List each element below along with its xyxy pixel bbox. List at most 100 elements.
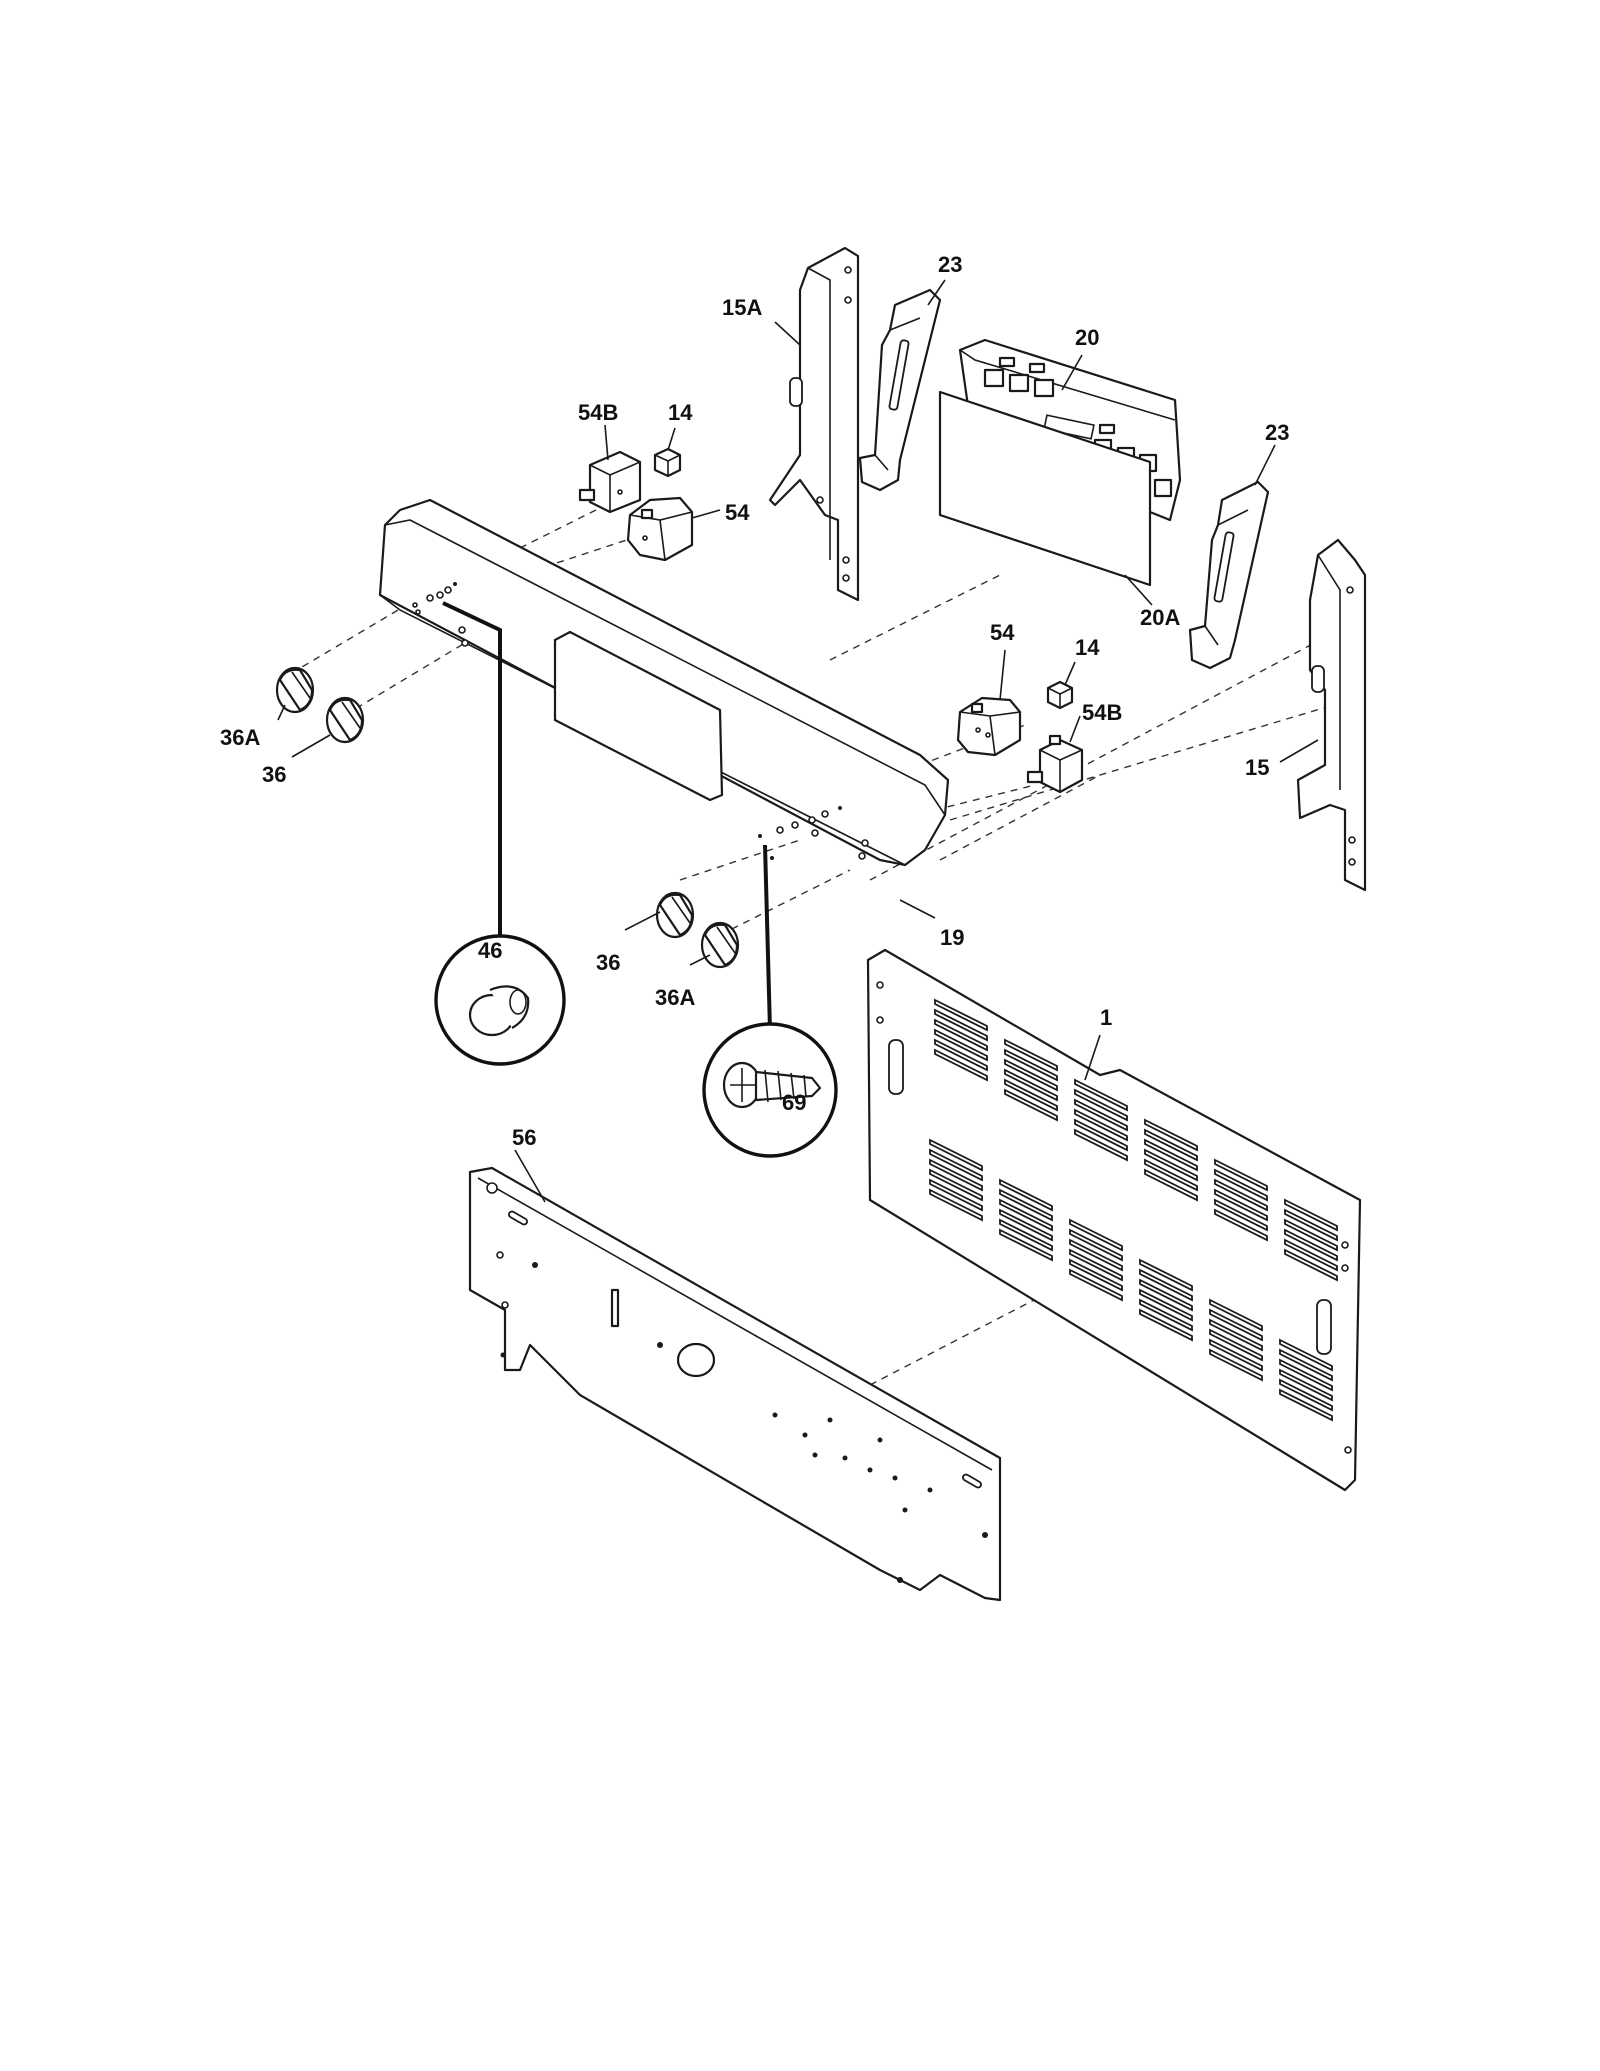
vent-slot (1074, 1078, 1128, 1112)
vent-slot (934, 1008, 988, 1042)
vent-slot (934, 1018, 988, 1052)
vent-slot (1069, 1248, 1123, 1282)
side-bracket-right (1296, 538, 1367, 892)
control-hanger-lower (1188, 480, 1270, 670)
vent-slot (999, 1208, 1053, 1242)
label-19: 19 (940, 925, 964, 950)
control-panel-backguard (378, 498, 950, 867)
label-36-left: 36 (262, 762, 286, 787)
vent-slot (1139, 1268, 1193, 1302)
infinite-switch-upper-right (626, 496, 694, 562)
vent-slot (999, 1178, 1053, 1212)
vent-slot (999, 1218, 1053, 1252)
vent-slot (929, 1178, 983, 1212)
control-overlay-panel (938, 390, 1152, 587)
vent-slots (929, 998, 1338, 1422)
vent-slot (999, 1198, 1053, 1232)
vent-slot (999, 1188, 1053, 1222)
indicator-light-right (1046, 680, 1074, 710)
vent-slot (1214, 1188, 1268, 1222)
label-36-center: 36 (596, 950, 620, 975)
label-54-upper: 54 (725, 500, 750, 525)
vent-slot (1284, 1238, 1338, 1272)
label-15: 15 (1245, 755, 1269, 780)
vent-slot (1004, 1038, 1058, 1072)
vent-slot (1279, 1378, 1333, 1412)
screw-icon (722, 1061, 822, 1109)
vent-slot (1074, 1118, 1128, 1152)
label-54b-right: 54B (1082, 700, 1122, 725)
vent-slot (1069, 1218, 1123, 1252)
vent-slot (1209, 1328, 1263, 1362)
vent-slot (1209, 1318, 1263, 1352)
label-23-lower: 23 (1265, 420, 1289, 445)
vent-slot (1139, 1308, 1193, 1342)
vent-slot (1144, 1168, 1198, 1202)
vent-slot (1004, 1048, 1058, 1082)
label-56: 56 (512, 1125, 536, 1150)
vent-slot (1209, 1298, 1263, 1332)
vent-slot (1214, 1178, 1268, 1212)
vent-slot (1139, 1278, 1193, 1312)
label-14-upper: 14 (668, 400, 693, 425)
vent-slot (1214, 1208, 1268, 1242)
indicator-light-upper (653, 447, 682, 478)
vent-slot (1284, 1218, 1338, 1252)
vent-slot (1279, 1348, 1333, 1382)
label-20a: 20A (1140, 605, 1180, 630)
infinite-switch-upper-left (578, 450, 642, 514)
control-hanger-upper (858, 288, 942, 492)
label-54-right: 54 (990, 620, 1015, 645)
label-46: 46 (478, 938, 502, 963)
vent-slot (1074, 1108, 1128, 1142)
callout-labels: 15A 23 20 23 20A 15 54B 14 54 54 14 54B … (220, 252, 1289, 1150)
vent-slot (934, 1028, 988, 1062)
vent-slot (1284, 1208, 1338, 1242)
vent-slot (934, 998, 988, 1032)
knob-icon (655, 891, 695, 939)
vent-slot (934, 1048, 988, 1082)
vent-slot (1279, 1388, 1333, 1422)
vent-slot (1069, 1238, 1123, 1272)
detail-bumper (434, 601, 566, 1066)
vent-slot (1069, 1258, 1123, 1292)
rear-vent-panel (866, 948, 1362, 1492)
vent-slot (1069, 1268, 1123, 1302)
vent-slot (1144, 1128, 1198, 1162)
vent-slot (1144, 1118, 1198, 1152)
vent-slot (934, 1038, 988, 1072)
knob-icon (275, 666, 315, 714)
label-36a-center: 36A (655, 985, 695, 1010)
lower-mounting-panel (468, 1166, 1002, 1602)
vent-slot (929, 1168, 983, 1202)
callout-leaders (277, 279, 1319, 1203)
label-1: 1 (1100, 1005, 1112, 1030)
label-14-right: 14 (1075, 635, 1100, 660)
vent-slot (1139, 1258, 1193, 1292)
vent-slot (1004, 1058, 1058, 1092)
vent-slot (929, 1138, 983, 1172)
vent-slot (1279, 1358, 1333, 1392)
label-69: 69 (782, 1090, 806, 1115)
label-15a: 15A (722, 295, 762, 320)
vent-slot (1074, 1128, 1128, 1162)
vent-slot (1144, 1158, 1198, 1192)
detail-screw (702, 844, 838, 1158)
vent-slot (1139, 1288, 1193, 1322)
vent-slot (1209, 1348, 1263, 1382)
vent-slot (1279, 1338, 1333, 1372)
vent-slot (1004, 1068, 1058, 1102)
vent-slot (1214, 1198, 1268, 1232)
vent-slot (1209, 1338, 1263, 1372)
label-54b-upper: 54B (578, 400, 618, 425)
vent-slot (929, 1148, 983, 1182)
label-23-upper: 23 (938, 252, 962, 277)
label-20: 20 (1075, 325, 1099, 350)
vent-slot (1284, 1248, 1338, 1282)
vent-slot (1214, 1158, 1268, 1192)
vent-slot (1139, 1298, 1193, 1332)
vent-slot (1004, 1078, 1058, 1112)
vent-slot (1144, 1148, 1198, 1182)
vent-slot (1214, 1168, 1268, 1202)
